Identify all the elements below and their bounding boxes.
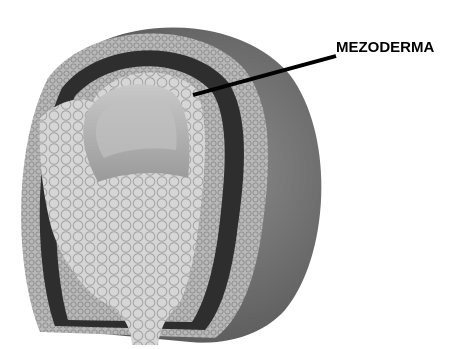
mezoderma-label: MEZODERMA bbox=[336, 39, 434, 56]
